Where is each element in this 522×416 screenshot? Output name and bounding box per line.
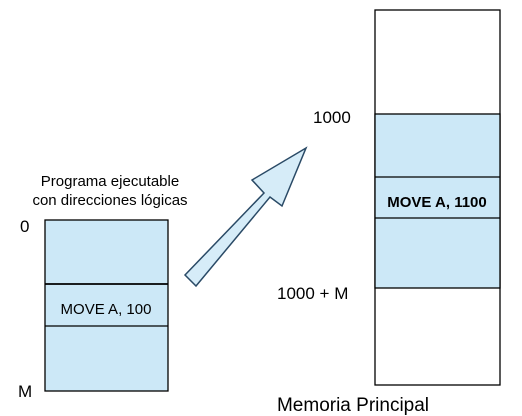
physical-end-label: 1000 + M: [277, 284, 348, 303]
memory-instruction: MOVE A, 1100: [387, 194, 487, 211]
memory-caption: Memoria Principal: [277, 395, 429, 416]
executable-block: [44, 219, 169, 392]
executable-program: MOVE A, 100 Programa ejecutable con dire…: [18, 173, 188, 401]
logical-start-label: 0: [20, 217, 29, 236]
executable-caption-line1: Programa ejecutable: [41, 173, 179, 190]
logical-end-label: M: [18, 382, 32, 401]
main-memory: MOVE A, 1100 1000 1000 + M Memoria Princ…: [277, 9, 501, 416]
physical-start-label: 1000: [313, 108, 351, 127]
loaded-program-region: [374, 113, 501, 289]
executable-caption-line2: con direcciones lógicas: [32, 192, 187, 209]
load-arrow: [183, 146, 308, 288]
executable-instruction: MOVE A, 100: [61, 301, 152, 318]
